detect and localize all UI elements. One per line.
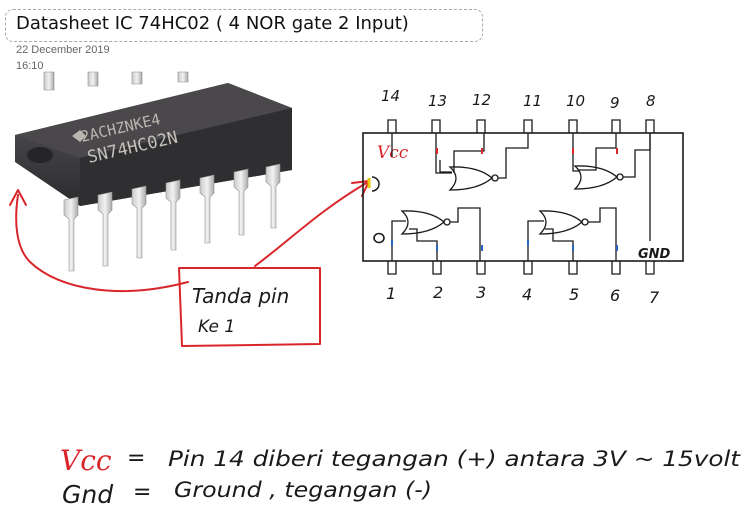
gnd-label: GND bbox=[638, 247, 671, 262]
pin-number-1: 1 bbox=[386, 284, 396, 303]
pinout-diagram: 14 13 12 11 10 9 8 1 2 3 4 5 6 7 Vcc GND bbox=[362, 87, 684, 307]
red-annotation bbox=[9, 180, 370, 347]
note-date: 22 December 2019 bbox=[16, 44, 110, 56]
pin-number-13: 13 bbox=[428, 92, 447, 110]
pin-number-3: 3 bbox=[476, 283, 486, 302]
vcc-term: Vcc bbox=[60, 444, 112, 477]
pin-number-5: 5 bbox=[569, 285, 579, 304]
nor-gate-top-left bbox=[435, 133, 529, 191]
annotation-line2: Ke 1 bbox=[198, 317, 235, 337]
note-title-box[interactable] bbox=[5, 9, 483, 42]
nor-gate-bottom-right bbox=[527, 207, 617, 261]
handwritten-notes: Vcc = Pin 14 diberi tegangan (+) antara … bbox=[60, 444, 742, 509]
pin-number-8: 8 bbox=[646, 92, 656, 110]
pin-ink-marks bbox=[391, 148, 618, 251]
vcc-label: Vcc bbox=[377, 143, 409, 163]
nor-gate-top-right bbox=[572, 133, 651, 190]
pin-number-4: 4 bbox=[522, 285, 532, 304]
top-pin-stubs bbox=[387, 119, 655, 133]
pin-number-10: 10 bbox=[566, 92, 585, 110]
pin-number-9: 9 bbox=[610, 94, 620, 112]
pin1-dot-marker bbox=[373, 232, 385, 244]
annotation-line1: Tanda pin bbox=[192, 284, 289, 308]
nor-gate-bottom-left bbox=[391, 207, 481, 261]
note-time: 16:10 bbox=[16, 60, 44, 72]
bottom-pin-stubs bbox=[387, 261, 655, 275]
pin-number-6: 6 bbox=[610, 286, 620, 305]
notch-mark bbox=[371, 176, 380, 192]
pin-number-11: 11 bbox=[523, 92, 542, 110]
ic-chip-photo: 2ACHZNKE4 SN74HC02N bbox=[15, 71, 292, 272]
pin-number-7: 7 bbox=[649, 288, 660, 307]
ti-logo-icon bbox=[72, 130, 86, 142]
gnd-equals: = bbox=[133, 480, 151, 505]
pin-number-2: 2 bbox=[433, 283, 443, 302]
pin-number-14: 14 bbox=[381, 87, 400, 105]
pin-number-12: 12 bbox=[472, 91, 491, 109]
ic-outline bbox=[362, 132, 684, 262]
gnd-description: Ground , tegangan (-) bbox=[174, 478, 432, 502]
gnd-term: Gnd bbox=[62, 480, 113, 509]
note-title[interactable]: Datasheet IC 74HC02 ( 4 NOR gate 2 Input… bbox=[16, 13, 409, 34]
vcc-equals: = bbox=[127, 446, 145, 471]
vcc-description: Pin 14 diberi tegangan (+) antara 3V ~ 1… bbox=[168, 447, 742, 472]
nor-gates bbox=[391, 133, 651, 261]
